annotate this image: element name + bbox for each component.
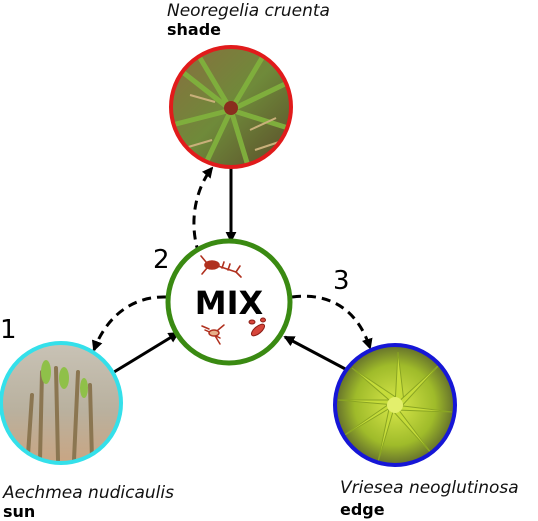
shade-plant-photo (171, 47, 291, 167)
arrow-edge-to-mix (283, 335, 352, 374)
arrow-mix-to-shade (192, 166, 214, 255)
sun-plant-photo (1, 343, 121, 463)
arrow-mix-to-edge (291, 294, 373, 350)
arrows (91, 166, 373, 374)
microbe-icon (248, 317, 266, 337)
edge-ring (333, 343, 457, 467)
mix-label: MIX (195, 284, 264, 322)
edge-plant-photo (335, 345, 455, 465)
edge-species-name: Vriesea neoglutinosa (340, 478, 519, 498)
step-label-2: 2 (153, 245, 170, 275)
node-shade: Neoregelia cruenta shade (167, 1, 330, 169)
larva-icon (200, 255, 242, 278)
shade-ring (169, 45, 293, 169)
sun-habitat-label: sun (3, 502, 35, 521)
step-label-1: 1 (0, 315, 17, 345)
edge-habitat-label: edge (340, 500, 385, 519)
arrow-mix-to-sun (91, 295, 167, 352)
arrow-sun-to-mix (113, 331, 180, 374)
insect-icon (201, 324, 225, 345)
node-sun: Aechmea nudicaulis sun (0, 341, 174, 521)
sun-ring (0, 341, 123, 465)
node-mix: MIX (165, 238, 293, 366)
step-label-3: 3 (333, 266, 350, 296)
node-edge: Vriesea neoglutinosa edge (333, 343, 519, 519)
shade-species-name: Neoregelia cruenta (167, 1, 330, 21)
shade-habitat-label: shade (167, 20, 221, 39)
sun-species-name: Aechmea nudicaulis (2, 483, 174, 503)
